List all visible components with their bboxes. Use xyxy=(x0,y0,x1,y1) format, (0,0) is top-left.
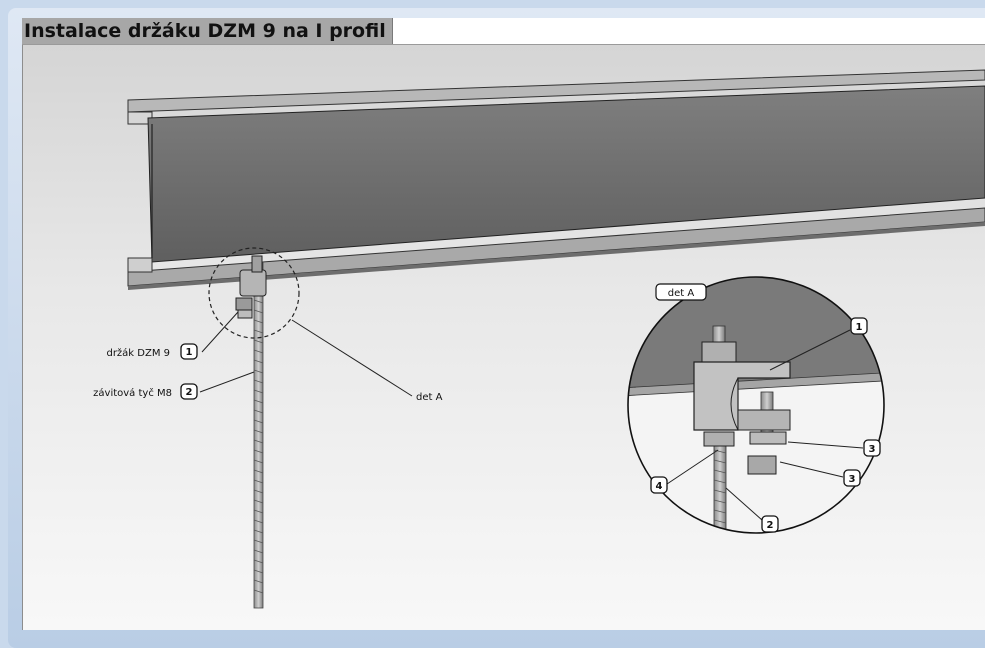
detail-tag xyxy=(655,283,707,301)
rod-label: závitová tyč M8 xyxy=(93,387,172,399)
detail-badge-1: 1 xyxy=(850,317,868,335)
svg-text:4: 4 xyxy=(656,481,663,492)
detail-leader-4 xyxy=(666,449,719,485)
detail-marker-circle xyxy=(208,247,300,339)
rod-number: 2 xyxy=(186,387,193,398)
i-beam xyxy=(127,69,985,290)
detail-leader-3a xyxy=(787,441,864,449)
leader-line-rod xyxy=(199,371,255,393)
detail-badge-3a: 3 xyxy=(863,439,881,457)
holder-number: 1 xyxy=(186,347,193,358)
installation-diagram: držák DZM 9 1 závitová tyč M8 2 det A xyxy=(93,69,985,609)
threaded-rod xyxy=(253,261,264,609)
detail-leader-3b xyxy=(779,461,844,478)
holder-label: držák DZM 9 xyxy=(106,347,170,359)
detail-badge-3b: 3 xyxy=(843,469,861,487)
detail-leader-1 xyxy=(769,329,851,371)
svg-text:3: 3 xyxy=(869,444,876,455)
detail-badge-4: 4 xyxy=(650,476,668,494)
svg-text:2: 2 xyxy=(767,520,774,531)
detail-tag-text: det A xyxy=(668,288,695,299)
detail-label: det A xyxy=(416,392,443,403)
svg-text:1: 1 xyxy=(856,322,863,333)
leader-line-holder xyxy=(201,311,239,353)
page-title: Instalace držáku DZM 9 na I profil xyxy=(22,18,393,44)
leader-line-detail xyxy=(291,319,413,397)
svg-text:3: 3 xyxy=(849,474,856,485)
rod-number-badge xyxy=(180,383,198,400)
detail-a-view xyxy=(627,276,885,534)
dzm9-holder xyxy=(235,255,267,319)
detail-leader-2 xyxy=(725,487,763,521)
detail-badge-2: 2 xyxy=(761,515,779,533)
holder-number-badge xyxy=(180,343,198,360)
title-bar: Instalace držáku DZM 9 na I profil xyxy=(22,18,985,45)
